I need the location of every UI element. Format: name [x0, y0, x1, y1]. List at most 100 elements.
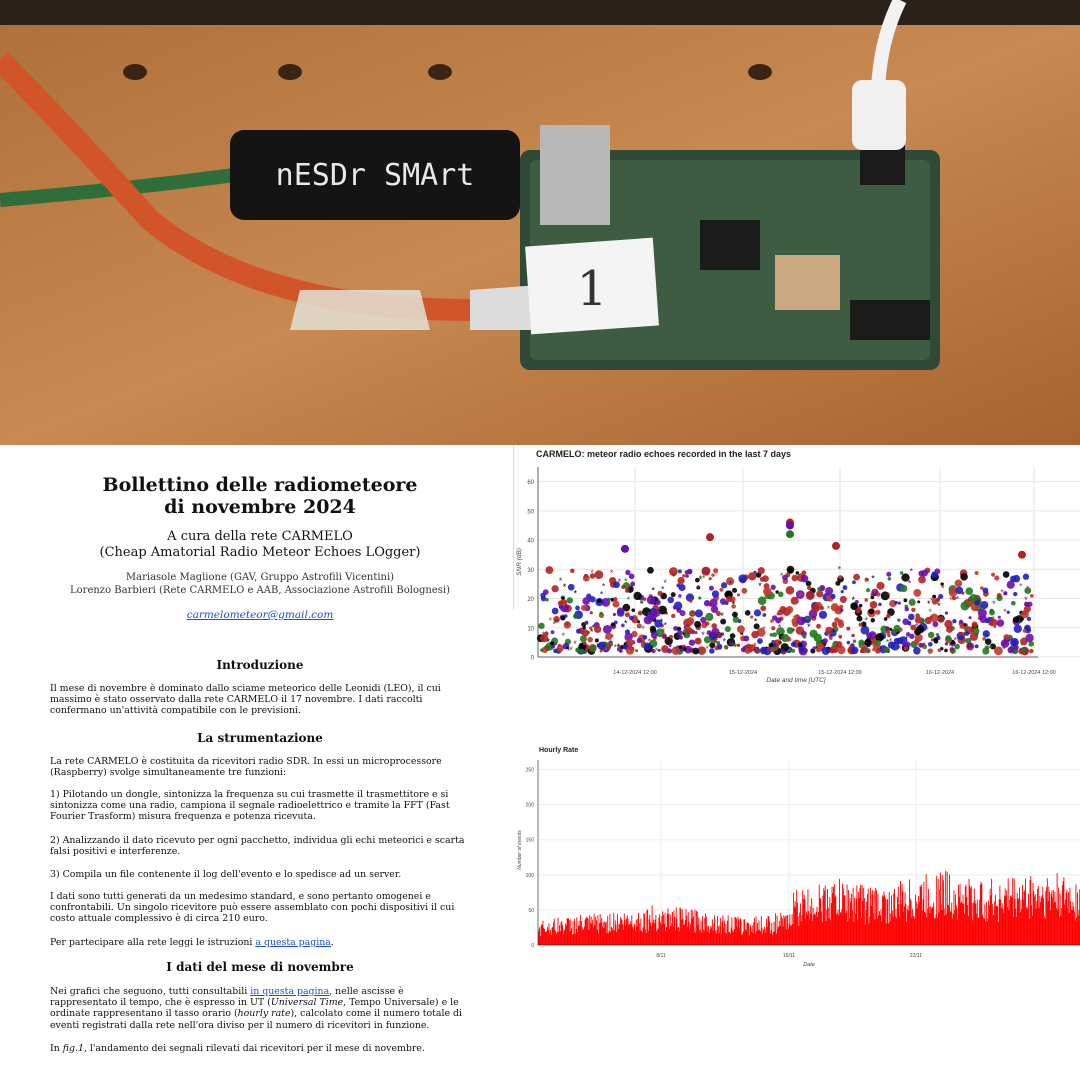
chart1-point	[723, 645, 729, 650]
chart2-bar	[765, 932, 767, 945]
chart2-bar	[744, 919, 746, 945]
chart1-point	[757, 596, 767, 606]
chart2-bar	[942, 874, 944, 945]
email-link[interactable]: carmelometeor@gmail.com	[186, 609, 334, 621]
chart2-bar	[846, 884, 848, 945]
chart1-point	[651, 648, 656, 654]
chart1-point	[760, 605, 767, 612]
chart2-bar	[687, 926, 688, 945]
chart2-bar	[665, 930, 667, 945]
chart1-point	[977, 608, 987, 618]
chart2-bar	[550, 935, 552, 945]
chart2-bar	[748, 922, 749, 945]
chart1-point	[566, 597, 573, 604]
chart2-bar	[994, 895, 996, 945]
chart2-bar	[659, 914, 661, 945]
chart2-bar	[1071, 910, 1073, 945]
chart2-bar	[959, 883, 961, 945]
data-paragraph-1: Nei grafici che seguono, tutti consultab…	[50, 986, 470, 1031]
chart1-point: *	[871, 573, 875, 583]
chart2-bar	[988, 905, 990, 945]
chart2-bar	[692, 910, 694, 945]
chart1-point	[684, 645, 692, 654]
chart1-point: *	[699, 575, 703, 585]
instr-p6-text: Per partecipare alla rete leggi le istru…	[50, 937, 256, 948]
chart1-point	[853, 573, 860, 581]
chart1-point	[798, 592, 802, 596]
chart1-point: *	[937, 601, 941, 611]
chart2-bar	[1024, 890, 1026, 945]
chart2-bar	[834, 896, 836, 945]
chart1-point	[610, 622, 615, 627]
chart1-point	[1022, 628, 1027, 633]
chart2-bar	[981, 883, 983, 945]
chart2-bar	[662, 911, 664, 945]
chart2-bar	[784, 916, 786, 945]
data-p2-italic: fig.1	[62, 1043, 84, 1054]
chart2-bar	[783, 915, 785, 945]
chart2-bar	[810, 913, 812, 945]
chart1-point	[838, 634, 843, 639]
chart2-bar	[614, 930, 615, 945]
chart1-xtick-label: 14-12-2024 12:00	[613, 670, 656, 676]
chart2-bar	[655, 915, 657, 945]
chart2-bar	[841, 908, 843, 945]
chart2-bar	[818, 884, 820, 945]
chart2-bar	[1066, 889, 1068, 945]
chart1-point	[628, 615, 634, 621]
chart1-point: *	[780, 571, 784, 581]
chart2-bar	[813, 915, 815, 945]
chart2-bar	[723, 920, 725, 945]
chart2-bar	[1006, 906, 1008, 945]
chart2-bar	[939, 889, 941, 945]
chart2-bar	[830, 920, 831, 945]
chart2-bar	[787, 915, 789, 945]
chart2-bar	[800, 921, 802, 945]
chart1-point	[744, 609, 751, 616]
data-p2-text-b: , l'andamento dei segnali rilevati dai r…	[83, 1043, 425, 1054]
chart1-point	[643, 642, 652, 651]
chart2-bar	[665, 927, 667, 945]
chart1-point	[791, 574, 799, 582]
chart2-bar	[936, 918, 938, 945]
chart2-bar	[900, 880, 901, 945]
chart2-bar	[990, 895, 992, 945]
chart1-point	[781, 649, 785, 653]
chart2-bar	[620, 918, 622, 945]
chart2-bar	[708, 925, 710, 945]
chart1-point	[952, 619, 957, 624]
chart2-bar	[772, 932, 774, 945]
heading-introduction: Introduzione	[216, 658, 304, 672]
chart2-bar	[573, 933, 575, 945]
chart1-point	[915, 625, 925, 634]
chart1-point: *	[887, 591, 891, 601]
chart1-point	[866, 588, 871, 593]
chart1-point: *	[617, 643, 621, 653]
chart1-point: *	[1003, 607, 1007, 617]
chart2-bar	[872, 889, 874, 945]
instructions-link[interactable]: a questa pagina	[255, 937, 331, 948]
chart2-bar	[797, 916, 799, 945]
chart1-point	[1003, 591, 1008, 596]
chart2-bar	[883, 891, 885, 945]
chart2-bar	[712, 930, 714, 945]
charts-page-link[interactable]: in questa pagina	[250, 986, 330, 997]
chart2-bar	[830, 903, 832, 945]
chart1-point	[573, 613, 579, 619]
chart2-bar	[577, 925, 579, 945]
chart1-point	[969, 632, 979, 641]
chart2-bar	[982, 917, 984, 945]
chart2-bar	[915, 894, 917, 945]
chart2-bar	[559, 931, 561, 945]
chart1-xtick-label: 15-12-2024	[729, 670, 757, 676]
chart2-bar	[796, 890, 798, 945]
chart2-bar	[623, 929, 624, 945]
chart1-point	[694, 609, 703, 618]
chart1-point	[711, 590, 720, 598]
chart2-bar	[595, 920, 597, 945]
chart2-bar	[648, 919, 650, 945]
chart1-point: *	[614, 642, 618, 652]
chart1-point	[671, 646, 680, 655]
chart2-bar	[973, 888, 975, 945]
chart1-point	[880, 591, 890, 601]
